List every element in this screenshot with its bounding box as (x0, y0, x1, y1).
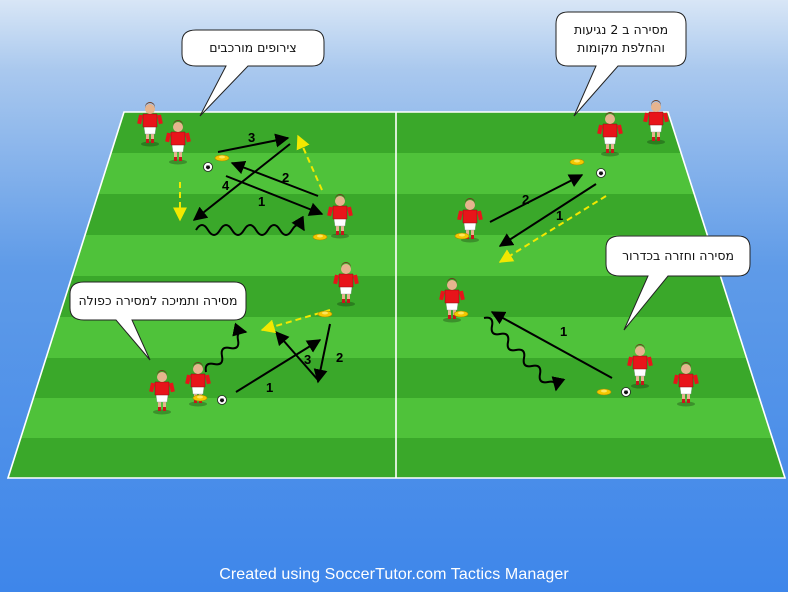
callout-text: מסירה ב 2 נגיעות (574, 22, 668, 37)
callout-top-left: צירופים מורכבים (181, 29, 325, 117)
callout-top-right: מסירה ב 2 נגיעות והחלפת מקומות (555, 11, 687, 117)
drill-top-left: 3 2 4 1 (136, 101, 354, 241)
soccer-ball-icon (217, 395, 227, 405)
cone-marker (214, 154, 230, 162)
footer-credit: Created using SoccerTutor.com Tactics Ma… (219, 566, 569, 583)
pass-number: 1 (266, 380, 273, 395)
drill-bottom-right: 1 (438, 277, 700, 407)
drill-bottom-left: 3 2 1 (148, 261, 360, 415)
pass-number: 2 (282, 170, 289, 185)
callout-text: מסירה ותמיכה למסירה כפולה (78, 293, 237, 308)
callout-text: מסירה וחזרה בכדרור (622, 248, 734, 263)
cone-marker (454, 232, 470, 240)
pass-number: 3 (248, 130, 255, 145)
pass-number: 3 (304, 352, 311, 367)
pass-number: 1 (258, 194, 265, 209)
callout-text: צירופים מורכבים (209, 40, 296, 55)
cone-marker (596, 388, 612, 396)
cone-marker (317, 310, 333, 318)
pass-number: 1 (556, 208, 563, 223)
callout-mid-left: מסירה ותמיכה למסירה כפולה (69, 281, 247, 361)
pass-number: 2 (336, 350, 343, 365)
pass-number: 1 (560, 324, 567, 339)
cone-marker (569, 158, 585, 166)
cone-marker (312, 233, 328, 241)
soccer-ball-icon (203, 162, 213, 172)
pass-number: 2 (522, 192, 529, 207)
pass-number: 4 (222, 178, 230, 193)
drill-top-right: 2 1 (454, 99, 670, 263)
soccer-ball-icon (621, 387, 631, 397)
callout-text: והחלפת מקומות (577, 40, 665, 55)
cone-marker (453, 310, 469, 318)
soccer-ball-icon (596, 168, 606, 178)
cone-marker (192, 394, 208, 402)
callout-mid-right: מסירה וחזרה בכדרור (605, 235, 751, 331)
pitch-outline (6, 111, 787, 479)
